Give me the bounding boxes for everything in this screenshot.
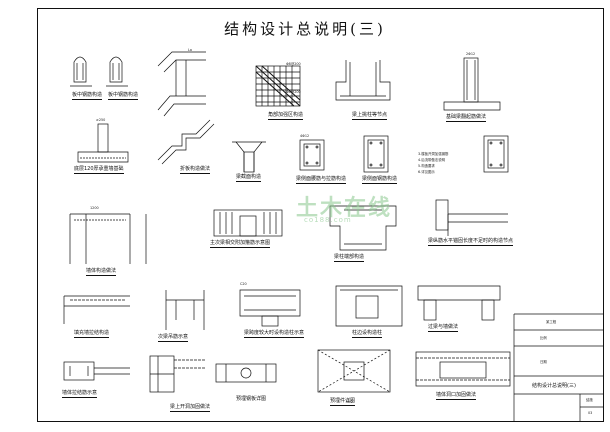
detail-slab-1 [70,56,92,87]
title-block-drawing-no: 结施 [586,398,593,402]
detail-label: 墙体洞口加固做法 [436,392,477,400]
detail-folded-plate [157,119,215,165]
detail-lintel [165,290,205,330]
detail-label: 梁跨度较大时设构造柱示意 [244,330,305,338]
detail-embed-plate [63,361,130,381]
detail-label: 主次梁相交附加箍筋示意图 [210,240,271,248]
detail-beam-opening-2 [215,363,277,383]
dimension-text: Φ8@200 [286,62,301,66]
detail-label: 折板构造做法 [180,166,211,174]
detail-label: 次梁吊筋示意 [158,334,189,342]
detail-label: 过梁与墙做法 [428,324,459,332]
detail-foundation-beam [443,57,501,111]
title-block-project: 某工程 [546,320,557,324]
detail-label: 梁侧面钢筋构造 [362,176,398,184]
detail-beam-side-1 [299,139,325,171]
dimension-text: C20 [240,282,247,286]
note-text: 5.构造要求 [418,164,435,168]
detail-label: 预埋钢板详图 [236,396,267,402]
detail-beam-section [232,141,266,173]
title-block-small: 比例 [540,336,547,340]
detail-beam-secondary [239,289,301,327]
detail-main-secondary-beam [213,209,283,237]
drawing-frame [37,8,604,422]
title-block-sheet-no: 03 [588,411,593,415]
detail-label: 墙体拉结筋示意 [62,390,98,398]
detail-opening-reinforcement [415,351,511,387]
detail-label: 墙体构造做法 [86,268,117,276]
detail-corner-mesh [255,65,301,107]
detail-beam-side-2 [363,135,389,173]
detail-label: 填充墙拉结构造 [74,330,110,338]
detail-label: 预埋件详图 [330,398,356,406]
detail-embed-parts [317,349,391,393]
detail-label: 板中钢筋构造 [72,92,103,100]
dimension-text: Φ6@200 [286,90,301,94]
note-text: 6.详见图示 [418,170,435,174]
note-text: 3.楼板开洞加强钢筋 [418,152,449,156]
dimension-text: 1200 [90,206,99,210]
dimension-text: 2Φ12 [466,52,476,56]
detail-beam-side-3 [483,135,509,173]
dimension-text: 500 [346,400,353,404]
detail-label: 梁纵筋水平锚固长度不足时的构造节点 [428,238,514,246]
detail-lintel-wall [417,285,501,321]
sheet-title: 结构设计总说明(三) [224,20,386,38]
detail-label: 基础梁翻起筋做法 [446,114,487,122]
detail-beam-column-1 [335,60,391,101]
dimension-text: La [188,48,192,52]
detail-wall-structure [69,213,147,264]
detail-label: 梁柱端部构造 [334,254,365,262]
detail-beam-end [329,205,397,251]
title-block-small: 日期 [540,360,547,364]
note-text: 4.后浇带做法说明 [418,158,445,162]
detail-column-edge [335,285,403,327]
watermark-url: co188.com [304,216,352,224]
detail-stair-1 [157,51,206,117]
detail-wall-foundation [77,123,129,163]
detail-label: 梁上开洞加固做法 [170,404,211,412]
detail-label: 角部加强区构造 [268,112,304,120]
detail-label: 柱边设构造柱 [352,330,383,338]
detail-label: 梁侧面腰筋与拉筋构造 [296,176,347,184]
detail-masonry-tie [63,295,130,324]
detail-label: 板中钢筋构造 [108,92,139,100]
dimension-text: ≥250 [96,118,106,122]
detail-slab-2 [106,56,128,87]
detail-label: 底层120厚承重墙基础 [74,166,124,174]
title-block [513,313,604,421]
title-block-drawing-name: 结构设计总说明(三) [532,383,576,389]
detail-beam-opening-1 [149,355,206,393]
dimension-text: 4Φ12 [300,134,310,138]
watermark-text: 土木在线 [296,196,393,221]
detail-label: 梁上挑柱等节点 [352,112,388,120]
detail-label: 梁截面构造 [236,174,262,182]
detail-anchorage [435,199,508,236]
